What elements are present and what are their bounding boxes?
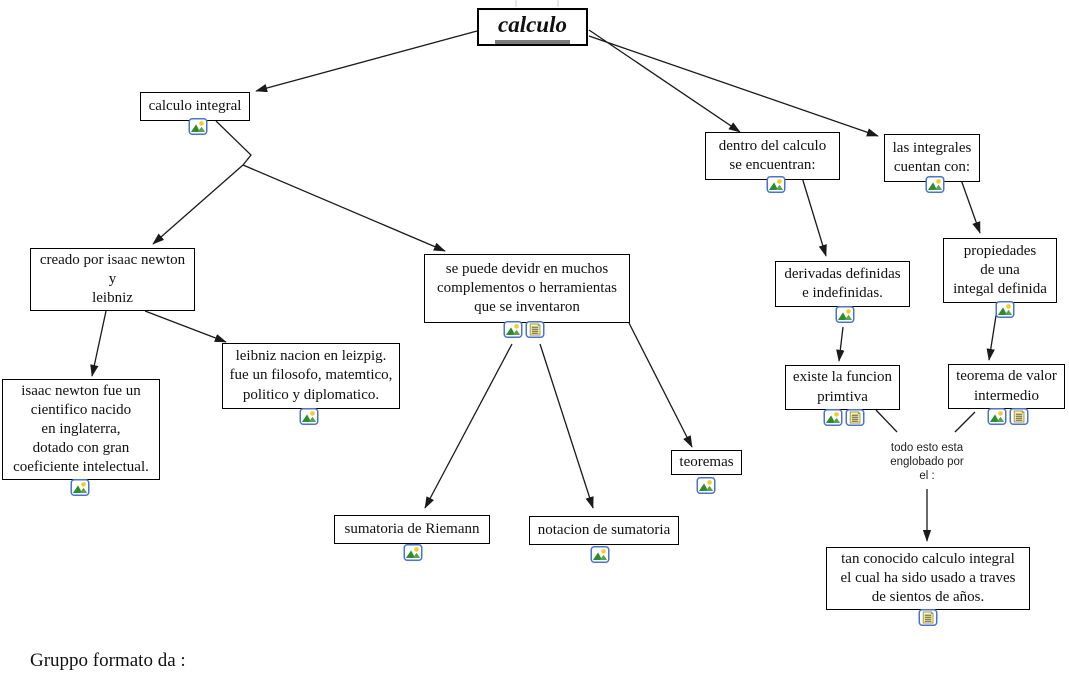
- node-label: teorema de valor intermedio: [956, 368, 1057, 404]
- resource-icons: [697, 477, 716, 494]
- link-existe-to-linking-phrase: [875, 409, 898, 433]
- node-label: leibniz nacion en leizpig. fue un filoso…: [229, 348, 393, 403]
- link-calculo-to-dentro: [588, 29, 741, 133]
- link-se-puede-to-teoremas: [628, 322, 693, 448]
- image-attachment-icon[interactable]: [926, 176, 945, 193]
- node-label: se puede devidr en muchos complementos o…: [437, 260, 617, 316]
- image-attachment-icon[interactable]: [767, 176, 786, 193]
- note-attachment-icon[interactable]: [919, 609, 938, 626]
- node-label: dentro del calculo se encuentran:: [718, 137, 827, 173]
- link-se-puede-to-sumatoria: [424, 343, 513, 509]
- node-funcion-primitiva[interactable]: existe la funcion primtiva: [785, 365, 900, 410]
- link-creado-to-isaac: [90, 310, 107, 377]
- link-junction-to-se-puede: [242, 164, 446, 252]
- node-label: sumatoria de Riemann: [344, 520, 480, 537]
- image-attachment-icon[interactable]: [71, 479, 90, 496]
- node-isaac-newton[interactable]: isaac newton fue un cientifico nacido en…: [2, 379, 160, 480]
- link-derivadas-to-existe: [836, 326, 845, 362]
- node-label: teoremas: [679, 453, 734, 470]
- node-label: calculo integral: [148, 97, 242, 114]
- resource-icons: [919, 609, 938, 626]
- link-calculo-to-calculo-integral: [255, 30, 478, 93]
- node-creado-por[interactable]: creado por isaac newton y leibniz: [30, 248, 195, 311]
- node-leibniz[interactable]: leibniz nacion en leizpig. fue un filoso…: [222, 343, 400, 409]
- link-calculo-integral-junction: [215, 120, 252, 166]
- link-se-puede-to-notacion: [539, 343, 594, 509]
- resource-icons: [836, 306, 855, 323]
- image-attachment-icon[interactable]: [189, 118, 208, 135]
- image-attachment-icon[interactable]: [300, 408, 319, 425]
- image-attachment-icon[interactable]: [996, 301, 1015, 318]
- node-label: isaac newton fue un cientifico nacido en…: [13, 382, 149, 476]
- node-dentro-del-calculo[interactable]: dentro del calculo se encuentran:: [705, 132, 840, 180]
- resource-icons: [71, 479, 90, 496]
- node-label: tan conocido calculo integral el cual ha…: [840, 550, 1016, 606]
- link-teorema-valor-to-linking-phrase: [954, 411, 976, 433]
- link-junction-to-creado: [152, 164, 244, 245]
- node-tan-conocido[interactable]: tan conocido calculo integral el cual ha…: [826, 547, 1030, 610]
- note-attachment-icon[interactable]: [526, 321, 545, 338]
- node-calculo-label: calculo: [495, 10, 570, 45]
- resource-icons: [591, 546, 610, 563]
- node-notacion-sumatoria[interactable]: notacion de sumatoria: [529, 516, 679, 545]
- link-creado-to-leibniz: [144, 310, 227, 343]
- link-dentro-to-derivadas: [800, 173, 827, 257]
- link-las-integrales-to-propiedades: [958, 173, 981, 234]
- node-propiedades[interactable]: propiedades de una integal definida: [943, 238, 1057, 303]
- image-attachment-icon[interactable]: [988, 408, 1007, 425]
- linking-phrase-englobado[interactable]: todo esto esta englobado por el :: [890, 442, 964, 482]
- node-label: creado por isaac newton y leibniz: [39, 251, 186, 307]
- node-label: notacion de sumatoria: [537, 521, 671, 538]
- image-attachment-icon[interactable]: [404, 544, 423, 561]
- note-attachment-icon[interactable]: [846, 409, 865, 426]
- footer-group-label: Gruppo formato da :: [30, 650, 186, 671]
- resource-icons: [300, 408, 319, 425]
- resource-icons: [189, 118, 208, 135]
- node-derivadas[interactable]: derivadas definidas e indefinidas.: [775, 261, 910, 307]
- resource-icons: [404, 544, 423, 561]
- node-calculo[interactable]: calculo: [477, 8, 588, 46]
- note-attachment-icon[interactable]: [1010, 408, 1029, 425]
- node-label: derivadas definidas e indefinidas.: [784, 265, 901, 301]
- node-label: propiedades de una integal definida: [953, 242, 1047, 298]
- resource-icons: [996, 301, 1015, 318]
- image-attachment-icon[interactable]: [591, 546, 610, 563]
- image-attachment-icon[interactable]: [504, 321, 523, 338]
- resource-icons: [767, 176, 786, 193]
- node-calculo-integral[interactable]: calculo integral: [140, 92, 250, 121]
- resource-icons: [504, 321, 545, 338]
- node-teoremas[interactable]: teoremas: [671, 450, 742, 475]
- node-las-integrales[interactable]: las integrales cuentan con:: [884, 134, 980, 182]
- node-sumatoria-riemann[interactable]: sumatoria de Riemann: [334, 515, 490, 544]
- resource-icons: [926, 176, 945, 193]
- resource-icons: [988, 408, 1029, 425]
- node-label: las integrales cuentan con:: [892, 139, 972, 175]
- node-teorema-valor-intermedio[interactable]: teorema de valor intermedio: [948, 364, 1065, 409]
- node-se-puede-dividir[interactable]: se puede devidr en muchos complementos o…: [424, 254, 630, 323]
- image-attachment-icon[interactable]: [836, 306, 855, 323]
- resource-icons: [824, 409, 865, 426]
- link-calculo-to-las-integrales: [588, 35, 879, 137]
- node-label: existe la funcion primtiva: [792, 369, 893, 405]
- image-attachment-icon[interactable]: [824, 409, 843, 426]
- image-attachment-icon[interactable]: [697, 477, 716, 494]
